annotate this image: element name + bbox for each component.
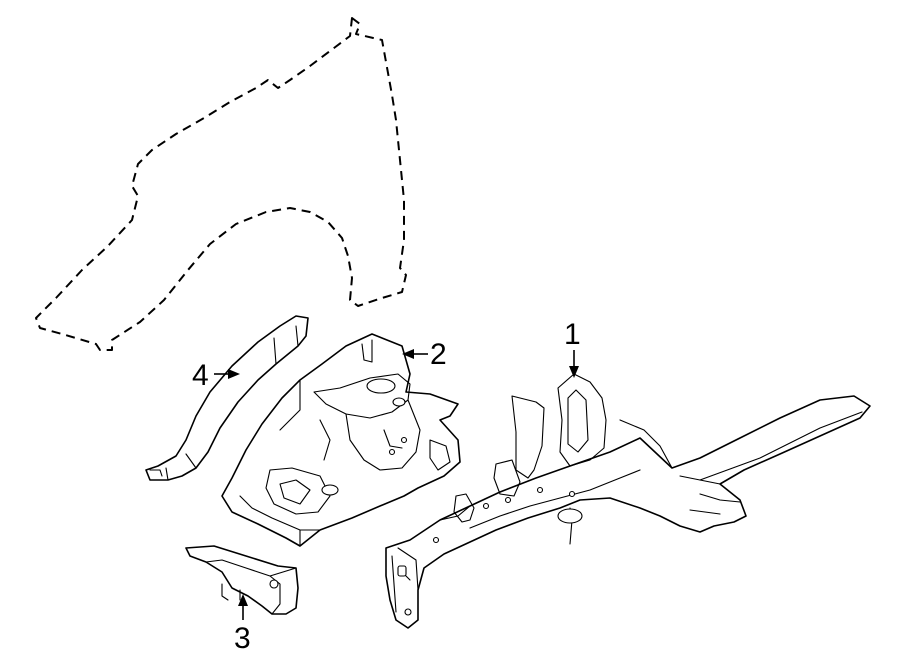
callout-2-label: 2 (430, 338, 447, 371)
callout-1-label: 1 (564, 318, 581, 351)
callout-4-label: 4 (192, 359, 209, 392)
callout-3-label: 3 (234, 622, 251, 655)
upper-reinforcement-part (145, 315, 309, 481)
apron-assembly-part (221, 333, 461, 547)
callout-1: 1 (564, 318, 581, 378)
callout-3: 3 (234, 594, 251, 655)
lower-bracket-part (185, 545, 299, 615)
callout-3-arrowhead (238, 594, 248, 606)
callout-4: 4 (192, 359, 240, 392)
frame-rail-part (385, 373, 871, 629)
callout-2: 2 (402, 338, 447, 371)
callout-2-arrowhead (402, 349, 414, 359)
callout-1-arrowhead (569, 366, 579, 378)
fender-outline (35, 17, 407, 351)
callout-4-arrowhead (228, 369, 240, 379)
